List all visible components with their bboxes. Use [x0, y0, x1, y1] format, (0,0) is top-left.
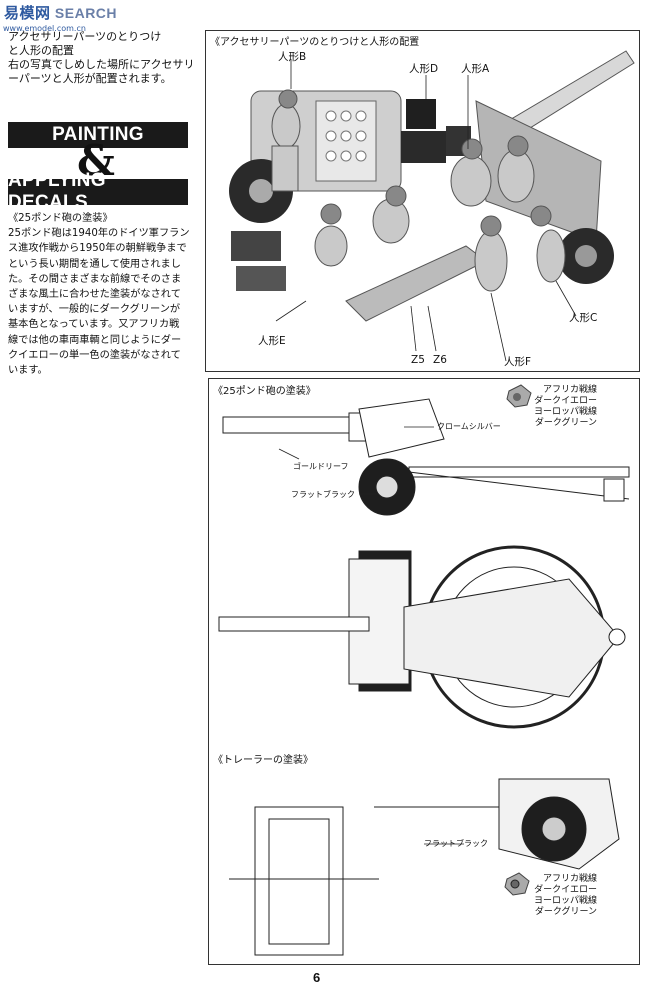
gun-legend-line: ダークイエロー: [534, 396, 598, 406]
gun-paint-line: た。その間さまざまな前線でそのさま: [8, 273, 182, 285]
label-figure-f: 人形F: [504, 356, 532, 368]
watermark-url: www.emodel.com.cn: [3, 24, 86, 33]
gun-panel-title: 《25ポンド砲の塗装》: [213, 386, 316, 397]
photo-panel: 《アクセサリーパーツのとりつけと人形の配置: [205, 30, 640, 372]
gun-legend-line: ヨーロッパ戦線: [534, 407, 598, 417]
gun-legend-line: ダークグリーン: [534, 418, 598, 428]
ampersand: &: [77, 136, 115, 185]
accessory-caption-line: ーパーツと人形が配置されます。: [8, 72, 172, 85]
trailer-legend-line: ダークグリーン: [534, 907, 598, 917]
trailer-legend-line: ヨーロッパ戦線: [534, 896, 598, 906]
trailer-panel-title: 《トレーラーの塗装》: [213, 755, 313, 766]
decals-title: APPLYING DECALS: [8, 170, 188, 213]
label-chrome-silver: クロームシルバー: [437, 422, 501, 431]
label-gold-leaf: ゴールドリーフ: [293, 462, 349, 471]
page-number: 6: [313, 970, 321, 985]
gun-paint-line: いますが、一般的にダークグリーンが: [8, 304, 181, 316]
accessory-caption-line: アクセサリーパーツのとりつけ: [8, 30, 162, 43]
gun-legend: アフリカ戦線 ダークイエロー ヨーロッパ戦線 ダークグリーン: [534, 385, 597, 429]
label-flat-black: フラットブラック: [291, 490, 355, 499]
gun-legend-line: アフリカ戦線: [543, 385, 598, 395]
trailer-legend-line: ダークイエロー: [534, 885, 598, 895]
gun-drawings: [218, 384, 630, 956]
gun-paint-line: ス進攻作戦から1950年の朝鮮戦争まで: [8, 243, 187, 255]
watermark-logo: 易模网 SEARCH: [4, 2, 117, 23]
label-z6: Z6: [433, 354, 447, 366]
gun-paint-line: 基本色となっています。又アフリカ戦: [8, 319, 180, 331]
label-figure-e: 人形E: [258, 335, 286, 347]
painting-title: PAINTING: [8, 122, 188, 148]
gun-crew-photo: [229, 50, 635, 362]
gun-paint-line: という長い期間を通して使用されまし: [8, 258, 181, 270]
gun-paint-section: 《25ポンド砲の塗装》 25ポンド砲は1940年のドイツ軍フラン ス進攻作戦から…: [8, 211, 193, 378]
photo-panel-title: 《アクセサリーパーツのとりつけと人形の配置: [210, 37, 420, 48]
gun-paint-line: 25ポンド砲は1940年のドイツ軍フラン: [8, 228, 190, 240]
gun-paint-line: クイエローの単一色の塗装がなされて: [8, 349, 181, 361]
accessory-caption: アクセサリーパーツのとりつけ と人形の配置 右の写真でしめした場所にアクセサリ …: [8, 30, 194, 86]
accessory-caption-line: 右の写真でしめした場所にアクセサリ: [8, 58, 195, 71]
label-figure-c: 人形C: [569, 312, 598, 324]
watermark-brand: 易模网: [4, 5, 51, 22]
label-trailer-flat-black: フラットブラック: [424, 839, 488, 848]
label-figure-a: 人形A: [461, 63, 490, 75]
gun-paint-line: ざまな風土に合わせた塗装がなされて: [8, 289, 181, 301]
gun-paint-line: います。: [8, 365, 48, 377]
label-figure-d: 人形D: [409, 63, 439, 75]
label-z5: Z5: [411, 354, 425, 366]
gun-paint-line: 線では他の車両車輌と同じようにダー: [8, 334, 182, 346]
trailer-legend: アフリカ戦線 ダークイエロー ヨーロッパ戦線 ダークグリーン: [534, 874, 597, 918]
accessory-caption-line: と人形の配置: [8, 44, 74, 57]
paint-diagram-panel: 《25ポンド砲の塗装》: [208, 378, 640, 965]
gun-paint-heading: 《25ポンド砲の塗装》: [8, 213, 113, 224]
trailer-legend-line: アフリカ戦線: [543, 874, 598, 884]
watermark-search: SEARCH: [54, 5, 118, 21]
label-figure-b: 人形B: [278, 51, 307, 63]
